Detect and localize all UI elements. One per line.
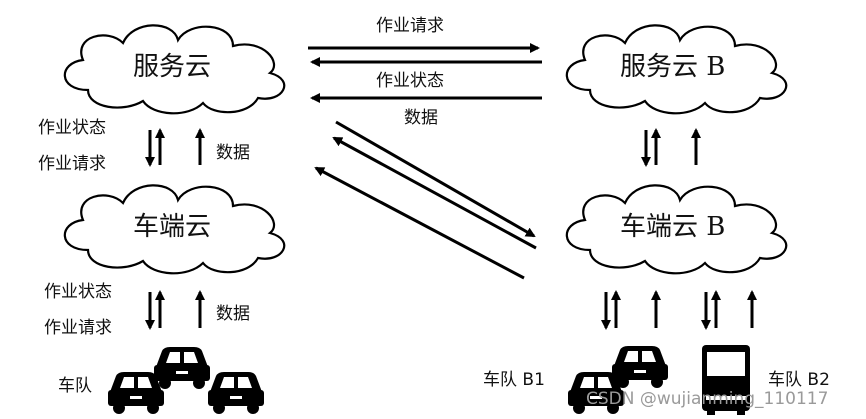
label-left-upper-request: 作业请求 <box>38 154 106 174</box>
arrow-diagonal-up-1 <box>332 136 537 250</box>
label-left-upper-data: 数据 <box>216 143 250 163</box>
car-icon <box>154 347 210 389</box>
car-icon <box>612 346 668 388</box>
bus-icon <box>702 345 750 415</box>
label-horizontal-request: 作业请求 <box>376 16 444 36</box>
label-left-upper-status: 作业状态 <box>38 118 106 138</box>
cloud-label-right-vehicle: 车端云 B <box>620 212 726 242</box>
cloud-label-left-vehicle: 车端云 <box>133 212 212 242</box>
label-horizontal-data: 数据 <box>404 108 438 128</box>
label-left-lower-status: 作业状态 <box>44 282 112 302</box>
label-fleet: 车队 <box>58 376 92 396</box>
cloud-label-right-service: 服务云 B <box>620 52 726 82</box>
arrow-diagonal-up-2 <box>314 166 525 280</box>
label-left-lower-data: 数据 <box>216 304 250 324</box>
watermark: CSDN @wujianming_110117 <box>586 389 829 409</box>
label-left-lower-request: 作业请求 <box>44 318 112 338</box>
label-fleet-b1: 车队 B1 <box>483 370 545 390</box>
car-icon <box>108 372 164 414</box>
arrow-diagonal-down <box>335 120 536 238</box>
label-horizontal-status: 作业状态 <box>376 71 444 91</box>
label-fleet-b2: 车队 B2 <box>768 370 830 390</box>
car-icon <box>208 372 264 414</box>
cloud-label-left-service: 服务云 <box>133 52 212 82</box>
